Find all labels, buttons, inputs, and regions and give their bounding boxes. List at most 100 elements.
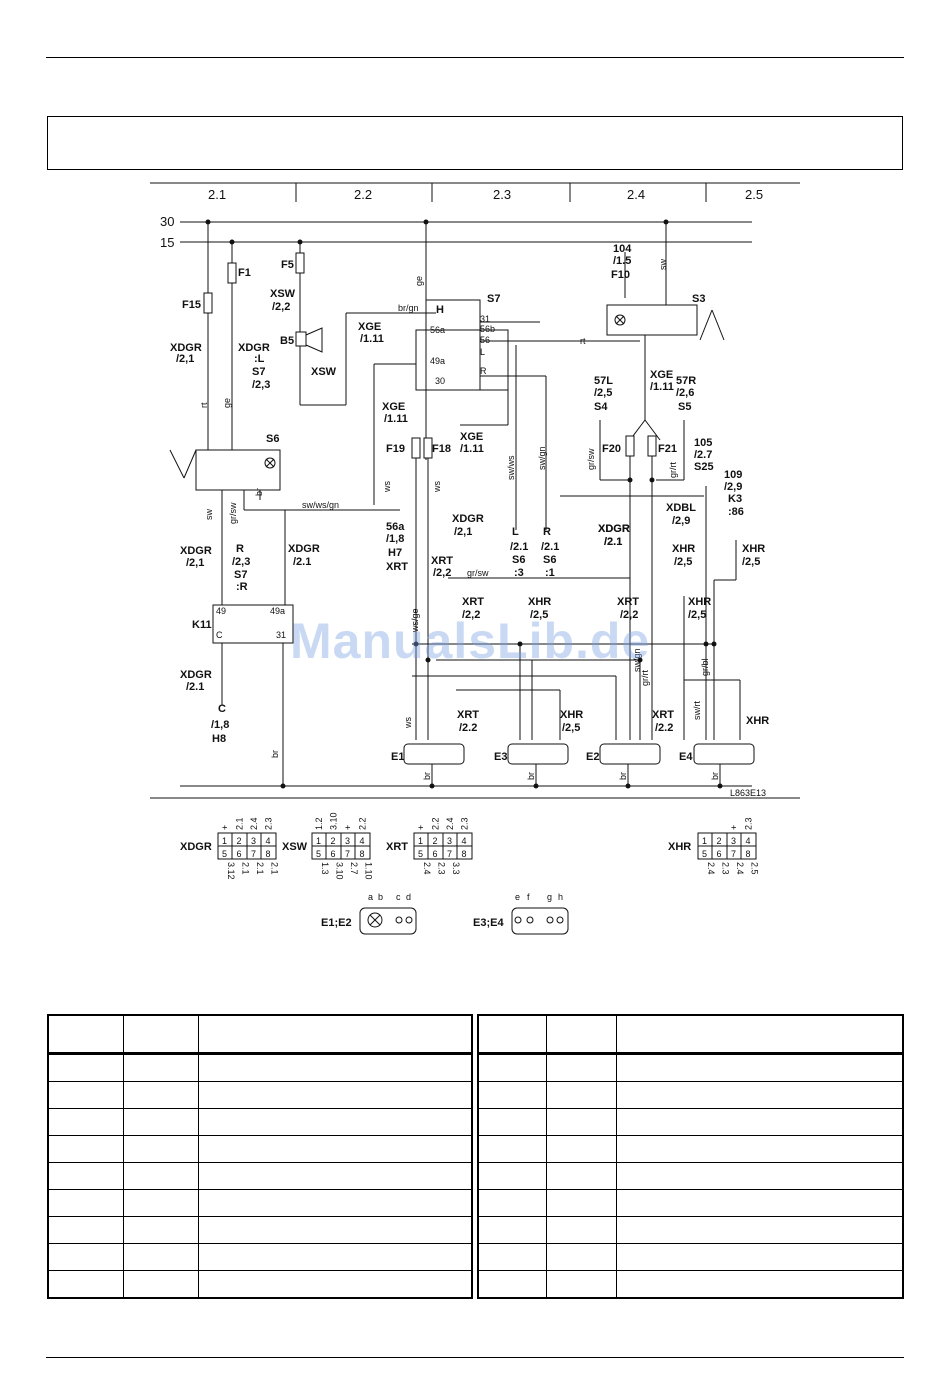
lamp-connector-e1-e2: E1;E2 [321, 917, 352, 929]
legend-cell [477, 1216, 547, 1244]
connector-bottom-cell: 2.1 [270, 862, 280, 875]
legend-row [477, 1014, 904, 1055]
label-sw2: sw [658, 259, 668, 271]
connector-row1-cell: 2 [237, 836, 242, 846]
legend-row [47, 1108, 473, 1136]
label-xdgr5: XDGR [288, 543, 320, 555]
connector-top-cell: + [220, 825, 230, 830]
legend-row [477, 1053, 904, 1082]
label-r57r: /2,6 [676, 387, 694, 399]
connector-top-cell: 2.2 [358, 817, 368, 830]
label-xdgr3: XDGR [598, 523, 630, 535]
label-rt2: rt [199, 402, 209, 408]
label-f20: F20 [602, 443, 621, 455]
label-grsw1: gr/sw [467, 568, 489, 578]
label-r1: R [236, 543, 244, 555]
label-f19: F19 [386, 443, 405, 455]
legend-cell [47, 1053, 124, 1082]
label-t30: 30 [435, 376, 445, 386]
label-tL: L [480, 347, 485, 357]
connector-bottom-cell: 2.1 [241, 862, 251, 875]
legend-row [47, 1189, 473, 1217]
connector-bottom-cell: 2.1 [255, 862, 265, 875]
connector-top-cell: 2.3 [264, 817, 274, 830]
legend-cell [47, 1162, 124, 1190]
label-n109: 109 [724, 469, 742, 481]
legend-cell [615, 1135, 904, 1163]
label-xhr6: XHR [746, 715, 769, 727]
legend-cell [477, 1053, 547, 1082]
label-ge: ge [414, 276, 424, 286]
label-k11: K11 [192, 619, 212, 631]
legend-cell [545, 1162, 617, 1190]
legend-row [477, 1243, 904, 1271]
label-grsw3: gr/sw [586, 448, 596, 470]
label-xge2r: /1.11 [384, 413, 408, 425]
label-n104: 104 [613, 243, 632, 255]
connector-row2-cell: 6 [433, 849, 438, 859]
legend-cell [47, 1189, 124, 1217]
label-s6b1: :1 [545, 567, 555, 579]
label-xrt3: XRT [462, 596, 484, 608]
legend-cell [615, 1216, 904, 1244]
connector-bottom-cell: 2.4 [422, 862, 432, 875]
label-xge4r: /1.11 [460, 443, 484, 455]
label-br5: br [710, 772, 720, 780]
legend-cell [615, 1270, 904, 1299]
legend-row [47, 1162, 473, 1190]
column-2-1: 2.1 [208, 187, 226, 202]
legend-cell [122, 1270, 199, 1299]
connector-bottom-cell: 1.3 [320, 862, 330, 875]
connector-row1-cell: 4 [462, 836, 467, 846]
label-br4: br [618, 772, 628, 780]
connector-top-cell: + [729, 825, 739, 830]
connector-bottom-cell: 2.4 [706, 862, 716, 875]
label-b5: B5 [280, 335, 294, 347]
legend-row [47, 1081, 473, 1109]
label-xhr1r: /2,5 [674, 556, 692, 568]
label-xhr3: XHR [528, 596, 551, 608]
legend-row [477, 1162, 904, 1190]
legend-cell [197, 1189, 473, 1217]
legend-cell [122, 1053, 199, 1082]
label-n105: 105 [694, 437, 712, 449]
column-2-3: 2.3 [493, 187, 511, 202]
legend-cell [47, 1014, 124, 1055]
connector-top-cell: + [343, 825, 353, 830]
legend-row [477, 1108, 904, 1136]
label-c1: C [218, 703, 226, 715]
legend-row [47, 1053, 473, 1082]
connector-row1-cell: 2 [331, 836, 336, 846]
label-r2r: /2.1 [541, 541, 559, 553]
legend-row [477, 1081, 904, 1109]
connector-row1-cell: 3 [251, 836, 256, 846]
label-ws2: ws [382, 481, 392, 493]
label-xdgr5r: /2.1 [293, 556, 311, 568]
label-n29: /2,9 [724, 481, 742, 493]
connector-row1-cell: 2 [717, 836, 722, 846]
legend-cell [477, 1162, 547, 1190]
label-t56b: 56b [480, 324, 495, 334]
label-xdblr: /2,9 [672, 515, 690, 527]
label-sw1: sw [204, 509, 214, 521]
label-br6: br [254, 488, 264, 496]
label-grrt2: gr/rt [640, 670, 650, 687]
legend-cell [477, 1189, 547, 1217]
label-xhr3r: /2,5 [530, 609, 548, 621]
label-xrt4: XRT [617, 596, 639, 608]
label-xsw1r: /2,2 [272, 301, 290, 313]
connector-row2-cell: 7 [447, 849, 452, 859]
label-xdbl: XDBL [666, 502, 696, 514]
label-xdgr6r: /2,1 [454, 526, 472, 538]
label-xhr4: XHR [688, 596, 711, 608]
connector-top-cell: 1.2 [314, 817, 324, 830]
legend-cell [545, 1014, 617, 1055]
legend-row [477, 1270, 904, 1299]
label-br2: br [422, 772, 432, 780]
label-t56a: 56a [430, 325, 445, 335]
label-r2: R [543, 526, 551, 538]
label-xge1r: /1.11 [360, 333, 384, 345]
connector-table-xdgr: XDGR [180, 841, 212, 853]
label-grsw2: gr/sw [228, 502, 238, 524]
label-c18: /1,8 [211, 719, 229, 731]
